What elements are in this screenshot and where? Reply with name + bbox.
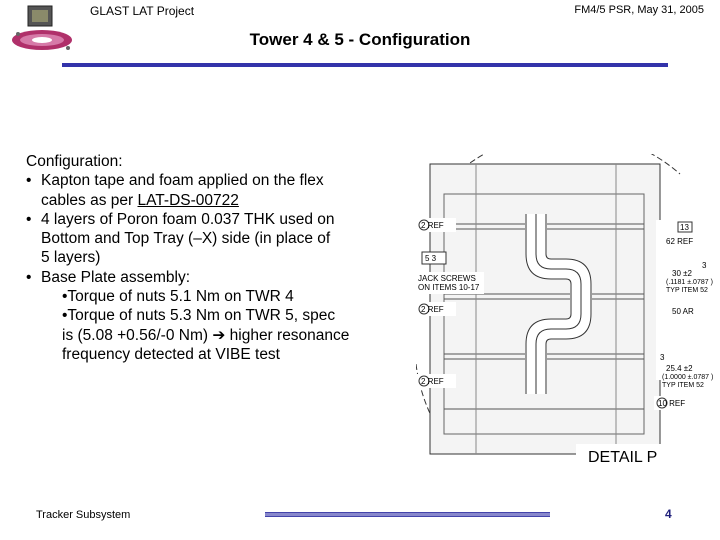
glast-logo (12, 5, 72, 50)
sub-bullet-2-line-2: is (5.08 +0.56/-0 Nm) ➔ higher resonance (26, 326, 416, 345)
sub-bullet-1: •Torque of nuts 5.1 Nm on TWR 4 (62, 288, 294, 306)
dim-30-inch-label: (.1181 ±.0787 ) (666, 279, 713, 286)
bullet-3-line-1: Base Plate assembly: (41, 268, 191, 286)
header-project: GLAST LAT Project (90, 4, 195, 18)
item-50-label: 50 AR (672, 307, 694, 316)
result-text: higher resonance (225, 326, 350, 344)
bullet-1-text: cables as per (41, 191, 138, 209)
bullet-1-line-2: cables as per LAT-DS-00722 (26, 191, 416, 210)
arrow-right-icon: ➔ (212, 326, 226, 344)
item-3-label-a: 3 (702, 261, 707, 270)
item-box-5-3: 5 3 (425, 254, 437, 263)
title-underline (62, 63, 668, 67)
page-title: Tower 4 & 5 - Configuration (249, 30, 471, 49)
sub-bullet-2-line-1: •Torque of nuts 5.3 Nm on TWR 5, spec (62, 307, 336, 325)
jack-screws-items-label: ON ITEMS 10-17 (418, 283, 480, 292)
dim-25-inch-label: (1.0000 ±.0787 ) (662, 374, 713, 381)
spec-text: is (5.08 +0.56/-0 Nm) (62, 326, 213, 344)
footer-subsystem: Tracker Subsystem (36, 509, 131, 521)
item-62-ref-label: 62 REF (666, 237, 693, 246)
dim-25-label: 25.4 ±2 (666, 364, 693, 373)
body-heading: Configuration: (26, 153, 123, 170)
footer-divider (265, 512, 550, 517)
bullet-3: •Base Plate assembly: (26, 268, 191, 286)
jack-screws-label: JACK SCREWS (418, 274, 476, 283)
dim-30-item-label: TYP ITEM 52 (666, 287, 708, 294)
item-3-label-b: 3 (660, 353, 665, 362)
item-13-label: 13 (680, 223, 689, 232)
detail-circle-top (455, 154, 681, 175)
ref-label-4: 10 REF (658, 399, 685, 408)
ref-label-3: 2 REF (421, 377, 444, 386)
dim-25-item-label: TYP ITEM 52 (662, 382, 704, 389)
header-meeting-date: FM4/5 PSR, May 31, 2005 (574, 4, 704, 16)
detail-p-drawing: 2 REF 5 3 JACK SCREWS ON ITEMS 10-17 2 R… (416, 154, 716, 466)
doc-reference-link[interactable]: LAT-DS-00722 (137, 191, 239, 209)
ref-label-1: 2 REF (421, 221, 444, 230)
dim-30-label: 30 ±2 (672, 269, 693, 278)
bullet-2: •4 layers of Poron foam 0.037 THK used o… (26, 210, 335, 228)
bullet-2-line-1: 4 layers of Poron foam 0.037 THK used on (41, 210, 335, 228)
ref-label-2: 2 REF (421, 305, 444, 314)
body-text: Configuration: •Kapton tape and foam app… (26, 152, 416, 364)
detail-caption: DETAIL P (588, 449, 657, 466)
page-number: 4 (665, 507, 672, 521)
bullet-2-line-3: 5 layers) (41, 249, 101, 267)
bullet-2-line-2: Bottom and Top Tray (–X) side (in place … (41, 230, 331, 248)
bullet-1: •Kapton tape and foam applied on the fle… (26, 172, 324, 190)
tower-frame (429, 163, 661, 455)
bullet-1-line-1: Kapton tape and foam applied on the flex (41, 172, 324, 190)
sub-bullet-2-line-3: frequency detected at VIBE test (62, 345, 280, 363)
